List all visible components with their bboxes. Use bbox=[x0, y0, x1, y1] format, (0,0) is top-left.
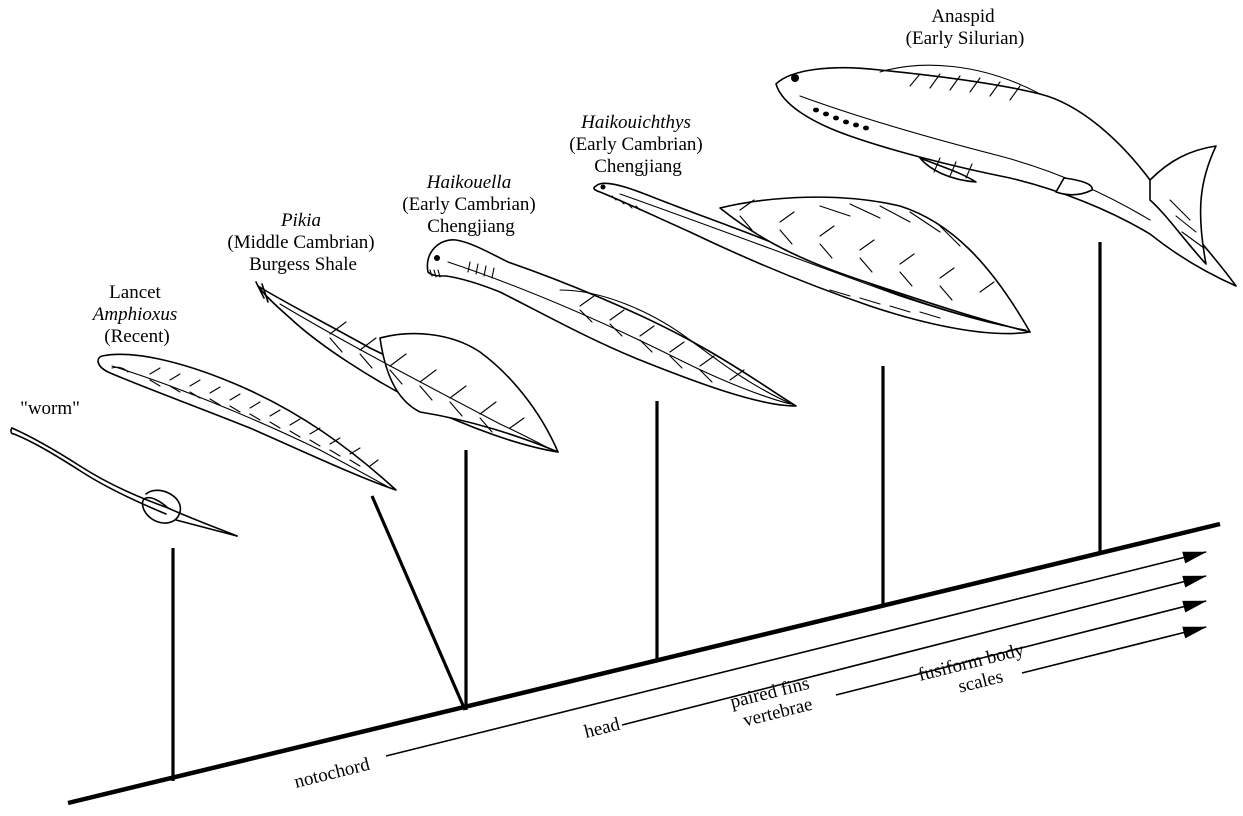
label-worm: "worm" bbox=[20, 398, 80, 419]
label-pikia: Pikia (Middle Cambrian) Burgess Shale bbox=[227, 210, 378, 275]
phylogeny-trunk bbox=[68, 524, 1220, 803]
trait-head: head bbox=[582, 714, 622, 743]
label-lancet: Lancet Amphioxus (Recent) bbox=[91, 282, 181, 347]
worm-illustration bbox=[11, 428, 237, 536]
trait-paired-fins: paired fins vertebrae bbox=[728, 672, 821, 733]
trait-arrows bbox=[386, 552, 1206, 756]
body-arrow bbox=[1022, 627, 1206, 673]
trait-fusiform-body: fusiform body scales bbox=[916, 638, 1036, 706]
stem-lancet bbox=[372, 496, 465, 710]
trait-notochord: notochord bbox=[292, 754, 372, 793]
label-haikouella: Haikouella (Early Cambrian) Chengjiang bbox=[402, 172, 539, 237]
label-anaspid: Anaspid (Early Silurian) bbox=[906, 6, 1025, 49]
lancet-illustration bbox=[98, 354, 396, 490]
notochord-arrow bbox=[386, 552, 1206, 756]
trait-labels: notochord head paired fins vertebrae fus… bbox=[292, 638, 1036, 793]
label-haikouichthys: Haikouichthys (Early Cambrian) Chengjian… bbox=[569, 112, 706, 177]
haikouichthys-illustration bbox=[594, 183, 1030, 333]
